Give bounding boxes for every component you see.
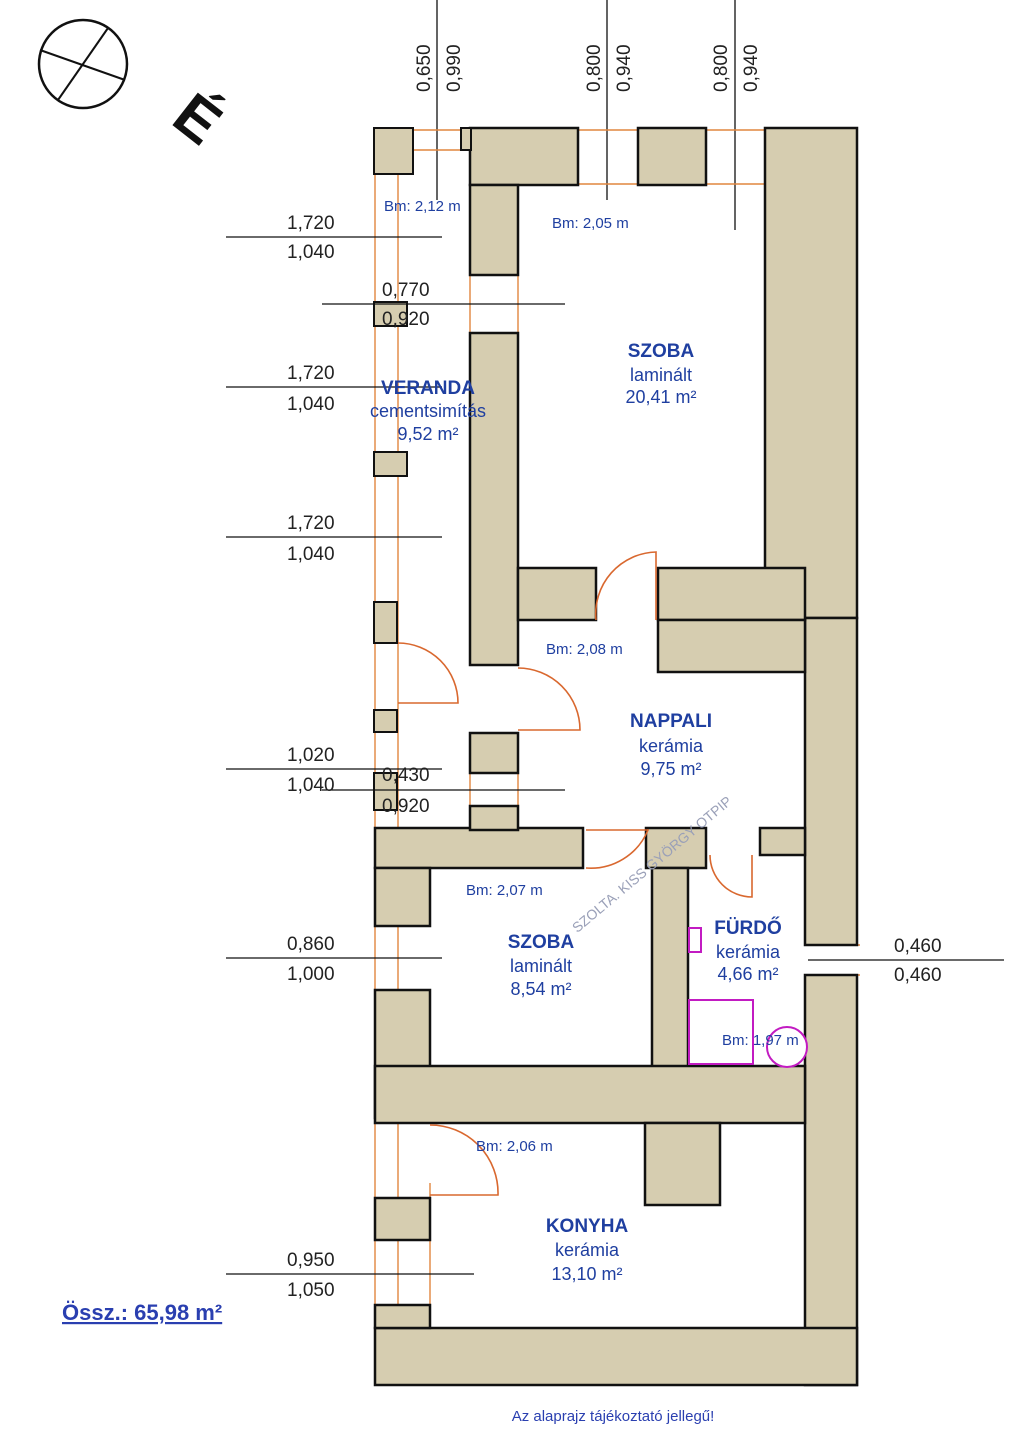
furdo-area: 4,66 m² xyxy=(717,964,778,984)
toilet-icon xyxy=(766,1026,808,1068)
left-dim-4-b: 1,040 xyxy=(287,544,335,565)
konyha-area: 13,10 m² xyxy=(551,1264,622,1284)
top-dim-2-a: 0,800 xyxy=(584,44,605,92)
veranda-floor: cementsimítás xyxy=(370,401,486,421)
walls xyxy=(373,126,859,1387)
left-dim-2-a: 0,770 xyxy=(382,280,430,301)
left-dim-3-b: 1,040 xyxy=(287,394,335,415)
szoba2-floor: laminált xyxy=(510,956,572,976)
right-dim-b: 0,460 xyxy=(894,965,942,986)
nappali-floor: kerámia xyxy=(639,736,704,756)
szoba1-height: Bm: 2,05 m xyxy=(552,215,629,232)
left-dim-1-a: 1,720 xyxy=(287,213,335,234)
left-dim-5-a: 1,020 xyxy=(287,745,335,766)
veranda-area: 9,52 m² xyxy=(397,424,458,444)
left-dim-4-a: 1,720 xyxy=(287,513,335,534)
top-dimension-lines xyxy=(436,0,736,230)
szoba2-height: Bm: 2,07 m xyxy=(466,882,543,899)
left-dim-8-b: 1,050 xyxy=(287,1280,335,1301)
left-dim-7-a: 0,860 xyxy=(287,934,335,955)
furdo-name: FÜRDŐ xyxy=(714,917,782,939)
left-dimension-labels: 1,720 1,040 0,770 0,920 1,720 1,040 1,72… xyxy=(287,213,430,1301)
room-szoba-2: Bm: 2,07 m SZOBA laminált 8,54 m² xyxy=(466,882,575,999)
top-dim-2-b: 0,940 xyxy=(614,44,635,92)
compass: É xyxy=(37,18,234,158)
top-dim-1-b: 0,990 xyxy=(444,44,465,92)
veranda-height: Bm: 2,12 m xyxy=(384,198,461,215)
left-dim-8-a: 0,950 xyxy=(287,1250,335,1271)
total-area: Össz.: 65,98 m² xyxy=(62,1300,222,1325)
right-dimension-labels: 0,460 0,460 xyxy=(894,936,942,986)
left-dim-3-a: 1,720 xyxy=(287,363,335,384)
nappali-name: NAPPALI xyxy=(630,711,712,732)
bathroom-fixtures xyxy=(688,927,808,1068)
top-dim-3-b: 0,940 xyxy=(741,44,762,92)
footer-note: Az alaprajz tájékoztató jellegű! xyxy=(512,1408,715,1425)
top-dim-3-a: 0,800 xyxy=(711,44,732,92)
sink-icon xyxy=(688,927,702,953)
top-dim-1-a: 0,650 xyxy=(414,44,435,92)
right-dim-a: 0,460 xyxy=(894,936,942,957)
compass-north-label: É xyxy=(161,80,234,157)
konyha-height: Bm: 2,06 m xyxy=(476,1138,553,1155)
left-dim-2-b: 0,920 xyxy=(382,309,430,330)
szoba1-area: 20,41 m² xyxy=(625,387,696,407)
room-furdo: FÜRDŐ kerámia 4,66 m² Bm: 1,97 m xyxy=(714,917,798,1049)
szoba1-name: SZOBA xyxy=(628,341,695,362)
left-dim-5-b: 1,040 xyxy=(287,775,335,796)
left-dim-6-b: 0,920 xyxy=(382,796,430,817)
room-nappali: Bm: 2,08 m NAPPALI kerámia 9,75 m² xyxy=(546,641,712,779)
left-dim-1-b: 1,040 xyxy=(287,242,335,263)
furdo-floor: kerámia xyxy=(716,942,781,962)
furdo-height: Bm: 1,97 m xyxy=(722,1032,799,1049)
bathtub xyxy=(688,999,754,1065)
left-dim-7-b: 1,000 xyxy=(287,964,335,985)
konyha-floor: kerámia xyxy=(555,1240,620,1260)
room-veranda: Bm: 2,12 m VERANDA cementsimítás 9,52 m² xyxy=(370,198,486,444)
veranda-name: VERANDA xyxy=(381,378,475,399)
doors xyxy=(397,551,753,1196)
szoba1-floor: laminált xyxy=(630,365,692,385)
konyha-name: KONYHA xyxy=(546,1216,629,1237)
nappali-height: Bm: 2,08 m xyxy=(546,641,623,658)
room-konyha: Bm: 2,06 m KONYHA kerámia 13,10 m² xyxy=(476,1138,628,1284)
szoba2-area: 8,54 m² xyxy=(510,979,571,999)
nappali-area: 9,75 m² xyxy=(640,759,701,779)
left-dim-6-a: 0,430 xyxy=(382,765,430,786)
left-dimension-lines xyxy=(226,236,1004,1275)
room-szoba-1: Bm: 2,05 m SZOBA laminált 20,41 m² xyxy=(552,215,697,407)
szoba2-name: SZOBA xyxy=(508,932,575,953)
top-dimension-labels: 0,650 0,990 0,800 0,940 0,800 0,940 xyxy=(414,44,762,92)
